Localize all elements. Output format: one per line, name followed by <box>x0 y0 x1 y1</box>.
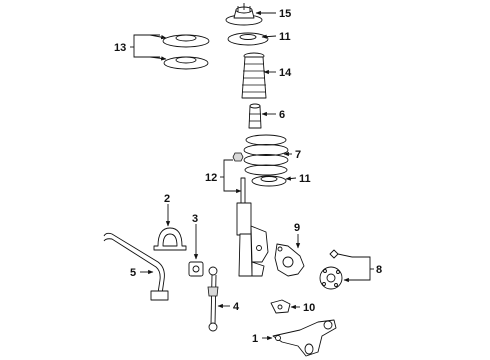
stabilizer-bracket-part <box>153 227 187 251</box>
callout-12: 12 <box>205 172 217 184</box>
lower-control-arm-part <box>272 319 337 357</box>
leader-lines <box>130 10 374 341</box>
insulator-lower-part <box>163 56 209 70</box>
strut-nut-part <box>232 152 244 162</box>
strut-assembly-part <box>236 177 269 277</box>
callout-1: 1 <box>252 333 258 345</box>
callout-7: 7 <box>295 149 301 161</box>
callout-2: 2 <box>164 193 170 205</box>
bump-stop-part <box>248 103 262 129</box>
upper-spring-seat-part <box>227 32 269 46</box>
ball-joint-part <box>270 299 291 314</box>
callout-labels: 15 11 13 14 6 7 11 12 2 3 9 8 5 4 10 1 <box>114 8 382 345</box>
callout-10: 10 <box>303 302 315 314</box>
coil-spring-part <box>243 134 289 176</box>
lower-spring-seat-part <box>251 175 287 187</box>
strut-mount-part <box>225 3 263 26</box>
stabilizer-link-part <box>207 266 219 332</box>
callout-14: 14 <box>279 67 292 79</box>
callout-5: 5 <box>130 267 136 279</box>
callout-11-lower: 11 <box>299 173 311 185</box>
stabilizer-bushing-part <box>188 261 204 277</box>
steering-knuckle-part <box>274 243 305 277</box>
callout-13: 13 <box>114 42 126 54</box>
callout-4: 4 <box>233 301 240 313</box>
dust-boot-part <box>241 52 267 99</box>
callout-3: 3 <box>192 213 198 225</box>
wheel-hub-part <box>319 266 343 290</box>
callout-11-upper: 11 <box>279 31 291 43</box>
callout-15: 15 <box>279 8 291 20</box>
callout-8: 8 <box>376 264 382 276</box>
stabilizer-bar-part <box>103 232 169 301</box>
callout-9: 9 <box>294 222 300 234</box>
hub-bolt-part <box>329 249 353 259</box>
insulator-upper-part <box>162 34 210 48</box>
callout-6: 6 <box>279 109 285 121</box>
